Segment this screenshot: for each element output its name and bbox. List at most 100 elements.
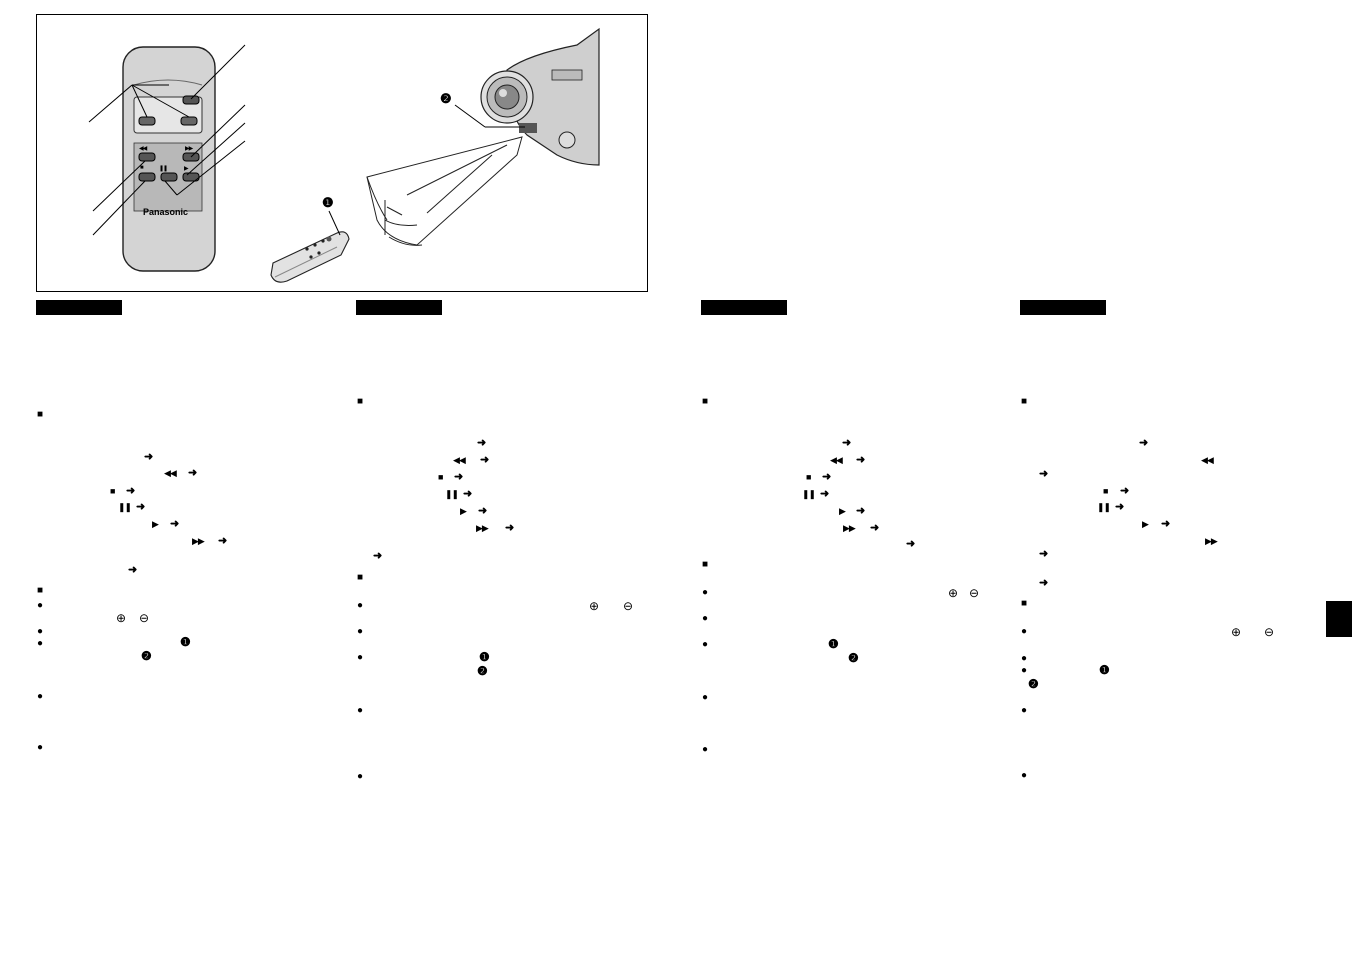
remote-stop-label: ■	[140, 165, 144, 171]
bullet: ●	[1021, 705, 1028, 716]
play-icon: ▶	[152, 519, 159, 529]
ff-icon: ▶▶	[192, 536, 205, 546]
column-1-heading-bar	[36, 300, 122, 315]
column-3-heading-bar	[701, 300, 787, 315]
bullet: ●	[702, 744, 709, 755]
arrow-icon: ➜	[128, 564, 138, 576]
callout-one: ❶	[180, 635, 191, 649]
stop-icon: ■	[1103, 486, 1109, 496]
pause-icon: ❚❚	[1097, 502, 1111, 512]
bullet: ●	[37, 600, 44, 611]
bullet: ●	[37, 638, 44, 649]
section-square: ■	[357, 396, 364, 407]
bullet: ●	[37, 626, 44, 637]
remote-rew-label: ◀◀	[139, 146, 147, 152]
plus-icon: ⊕	[116, 611, 127, 625]
arrow-icon: ➜	[856, 505, 866, 517]
ff-icon: ▶▶	[843, 523, 856, 533]
callout-one: ❶	[479, 650, 490, 664]
arrow-icon: ➜	[505, 522, 515, 534]
section-square: ■	[1021, 598, 1028, 609]
callout-two: ❷	[440, 91, 452, 106]
bullet: ●	[1021, 665, 1028, 676]
callout-two: ❷	[1028, 677, 1039, 691]
play-icon: ▶	[460, 506, 467, 516]
stop-icon: ■	[438, 472, 444, 482]
callout-two: ❷	[141, 649, 152, 663]
arrow-icon: ➜	[1039, 548, 1049, 560]
page-edge-tab	[1326, 601, 1352, 637]
arrow-icon: ➜	[1115, 501, 1125, 513]
arrow-icon: ➜	[1139, 437, 1149, 449]
arrow-icon: ➜	[126, 485, 136, 497]
section-square: ■	[702, 396, 709, 407]
arrow-icon: ➜	[1161, 518, 1171, 530]
bullet: ●	[357, 626, 364, 637]
remote-ff-label: ▶▶	[185, 146, 193, 152]
arrow-icon: ➜	[820, 488, 830, 500]
section-square: ■	[1021, 396, 1028, 407]
bullet: ●	[357, 705, 364, 716]
section-square: ■	[702, 559, 709, 570]
arrow-icon: ➜	[842, 437, 852, 449]
stop-icon: ■	[110, 486, 116, 496]
arrow-icon: ➜	[480, 454, 490, 466]
arrow-icon: ➜	[477, 437, 487, 449]
play-icon: ▶	[839, 506, 846, 516]
stop-icon: ■	[806, 472, 812, 482]
callout-two: ❷	[848, 651, 859, 665]
infrared-beam-drawing	[366, 136, 523, 246]
small-remote-drawing	[270, 210, 350, 283]
remote-pause-label: ❚❚	[159, 166, 168, 172]
arrow-icon: ➜	[463, 488, 473, 500]
plus-icon: ⊕	[948, 586, 959, 600]
bullet: ●	[702, 587, 709, 598]
arrow-icon: ➜	[906, 538, 916, 550]
rew-icon: ◀◀	[1201, 455, 1214, 465]
arrow-icon: ➜	[373, 550, 383, 562]
callout-one: ❶	[828, 637, 839, 651]
bullet: ●	[702, 639, 709, 650]
arrow-icon: ➜	[1039, 577, 1049, 589]
minus-icon: ⊖	[139, 611, 150, 625]
section-square: ■	[37, 409, 44, 420]
callout-one: ❶	[322, 195, 334, 210]
bullet: ●	[37, 742, 44, 753]
arrow-icon: ➜	[136, 501, 146, 513]
bullet: ●	[37, 691, 44, 702]
arrow-icon: ➜	[870, 522, 880, 534]
arrow-icon: ➜	[144, 451, 154, 463]
ff-icon: ▶▶	[1205, 536, 1218, 546]
pause-icon: ❚❚	[802, 489, 816, 499]
minus-icon: ⊖	[969, 586, 980, 600]
callout-one: ❶	[1099, 663, 1110, 677]
illustration-panel: Panasonic ◀◀ ▶▶ ■ ❚❚ ▶ ❷ ❶	[36, 14, 648, 292]
section-square: ■	[357, 572, 364, 583]
callout-two: ❷	[477, 664, 488, 678]
remote-control-drawing	[88, 44, 246, 272]
bullet: ●	[702, 692, 709, 703]
ff-icon: ▶▶	[476, 523, 489, 533]
arrow-icon: ➜	[218, 535, 228, 547]
minus-icon: ⊖	[623, 599, 634, 613]
bullet: ●	[1021, 770, 1028, 781]
arrow-icon: ➜	[454, 471, 464, 483]
arrow-icon: ➜	[1120, 485, 1130, 497]
section-square: ■	[37, 585, 44, 596]
remote-brand-logo: Panasonic	[143, 207, 189, 217]
arrow-icon: ➜	[188, 467, 198, 479]
rew-icon: ◀◀	[164, 468, 177, 478]
pause-icon: ❚❚	[445, 489, 459, 499]
arrow-icon: ➜	[856, 454, 866, 466]
minus-icon: ⊖	[1264, 625, 1275, 639]
plus-icon: ⊕	[589, 599, 600, 613]
camcorder-drawing	[454, 27, 600, 166]
rew-icon: ◀◀	[830, 455, 843, 465]
pause-icon: ❚❚	[118, 502, 132, 512]
remote-and-camera-illustration	[88, 27, 600, 283]
bullet: ●	[357, 652, 364, 663]
bullet: ●	[357, 600, 364, 611]
bullet: ●	[1021, 626, 1028, 637]
bullet: ●	[702, 613, 709, 624]
rew-icon: ◀◀	[453, 455, 466, 465]
